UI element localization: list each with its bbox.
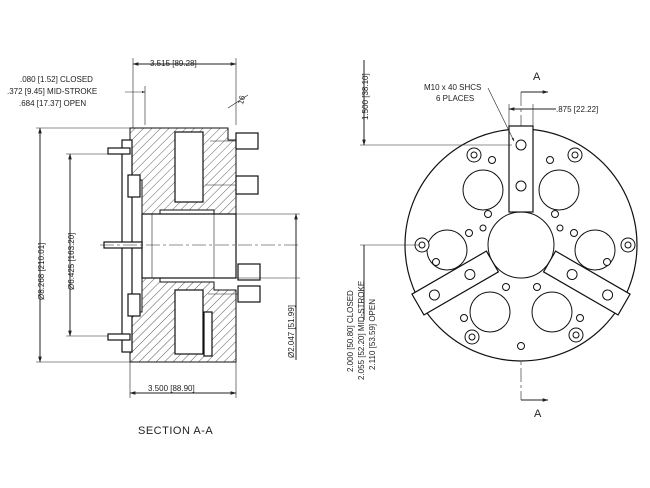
center-bore-circle [487, 211, 555, 279]
jaw-top-screw-1 [515, 139, 527, 151]
pocket-1 [462, 169, 504, 211]
bolt-holes [414, 147, 636, 345]
bottom-width-label: 3.500 [88.90] [148, 384, 195, 393]
chamfer-leader [227, 94, 249, 109]
jaw-pocket-bottom [174, 289, 204, 355]
jaw-bottom-right [542, 250, 631, 316]
jaw-top-screw-2 [515, 180, 527, 192]
screw-note-line1: M10 x 40 SHCS [424, 83, 481, 92]
section-mark-top: A [533, 71, 541, 83]
pin-1 [107, 147, 131, 155]
section-mark-bottom: A [534, 408, 542, 420]
front-lug-bottom [127, 293, 141, 317]
stroke-closed-label: .080 [1.52] CLOSED [20, 75, 93, 84]
bore-dia-label: Ø2.047 [51.99] [287, 305, 296, 358]
front-lug-top [127, 174, 141, 198]
screw-leader [487, 87, 515, 142]
pocket-2 [538, 169, 580, 211]
screw-head-4 [237, 285, 261, 303]
stroke-open-label: .684 [17.37] OPEN [19, 99, 86, 108]
jaw-offset-label: .875 [22.22] [556, 105, 598, 114]
screw-head-1 [235, 132, 259, 150]
jaw-closed-label: 2.000 [50.80] CLOSED [346, 290, 355, 372]
jaw-top [508, 125, 534, 213]
front-view: A A [346, 60, 638, 420]
pin-3 [107, 333, 131, 341]
screw-note-line2: 6 PLACES [436, 94, 474, 103]
section-view: 3.515 [89.28] .080 [1.52] CLOSED .372 [9… [7, 58, 300, 437]
top-width-label: 3.515 [89.28] [150, 59, 197, 68]
jaw-height-label: 1.500 [38.10] [361, 73, 370, 120]
jaw-mid-label: 2.055 [52.20] MID-STROKE [357, 281, 366, 380]
pilot-dia-label: Ø6.425 [163.20] [67, 233, 76, 290]
pocket-6 [531, 291, 573, 333]
center-bore [141, 213, 237, 279]
chamfer-label: 16 [236, 94, 247, 105]
stroke-mid-label: .372 [9.45] MID-STROKE [7, 87, 97, 96]
section-title: SECTION A-A [138, 425, 213, 437]
section-screws [203, 132, 261, 357]
pocket-5 [469, 291, 511, 333]
dowel-pin [203, 311, 213, 357]
screw-head-2 [235, 175, 259, 195]
small-holes [432, 156, 611, 350]
screw-head-3 [237, 263, 261, 281]
jaw-open-label: 2.110 [53.59] OPEN [368, 299, 377, 370]
outer-dia-label: Ø8.268 [210.01] [37, 243, 46, 300]
jaw-pocket-top [174, 131, 204, 203]
jaw-bottom-left [411, 250, 500, 316]
